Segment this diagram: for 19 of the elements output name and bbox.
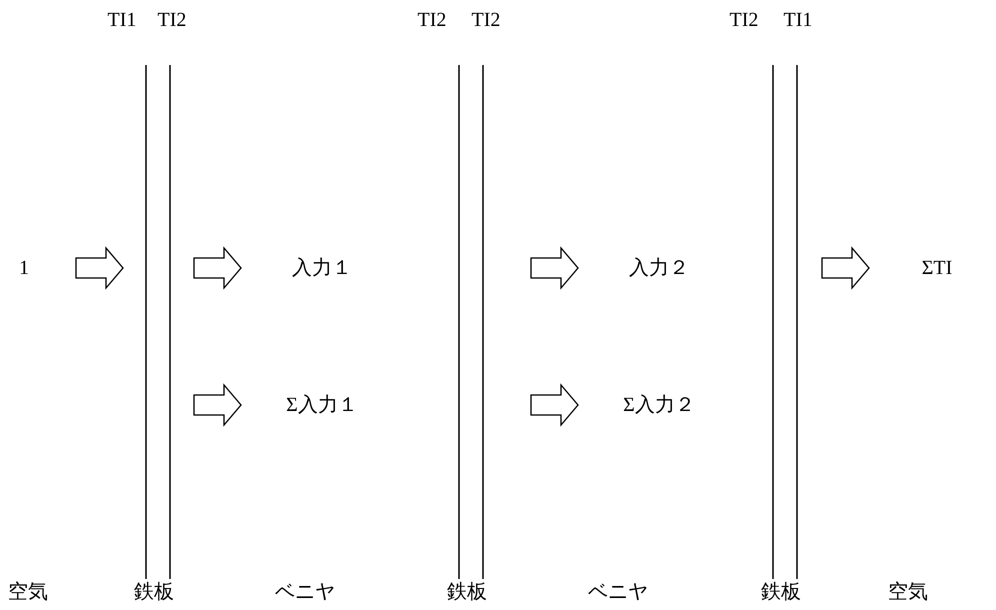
value-label: ΣTI [922,256,952,280]
layer-label: 空気 [8,580,48,604]
layer-label: 鉄板 [134,580,174,604]
value-label: Σ入力２ [623,393,695,417]
layer-label: ベニヤ [275,580,335,604]
layer-label: 空気 [888,580,928,604]
probe-label: TI2 [472,8,500,32]
probe-label: TI2 [418,8,446,32]
layer-label: ベニヤ [588,580,648,604]
probe-label: TI2 [730,8,758,32]
probe-label: TI1 [784,8,812,32]
value-label: Σ入力１ [286,393,358,417]
value-label: 1 [19,256,29,280]
value-label: 入力１ [292,256,352,280]
probe-label: TI1 [108,8,136,32]
value-label: 入力２ [629,256,689,280]
layer-label: 鉄板 [761,580,801,604]
probe-label: TI2 [158,8,186,32]
layer-label: 鉄板 [447,580,487,604]
